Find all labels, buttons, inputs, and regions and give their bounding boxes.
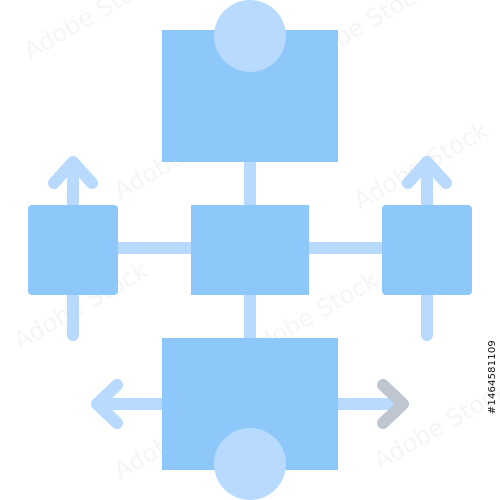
stock-id-label: #1464581109 (487, 340, 498, 415)
right-up-arrow-head (402, 156, 452, 189)
top-circle (214, 0, 286, 72)
left-up-arrow-head (48, 156, 98, 189)
left-box (28, 205, 118, 295)
center-box (191, 205, 309, 295)
watermark-text: Adobe Stock (19, 0, 163, 65)
circles (214, 0, 286, 500)
bottom-right-arrow-head (377, 379, 409, 429)
right-box (382, 205, 472, 295)
bottom-circle (214, 428, 286, 500)
bottom-left-arrow-head (91, 379, 123, 429)
